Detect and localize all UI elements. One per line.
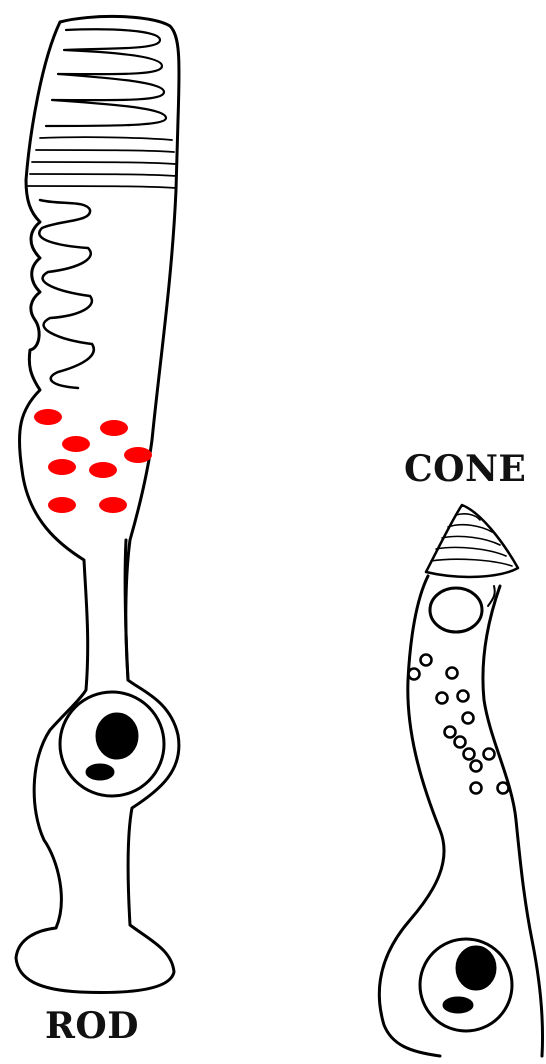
cone-granule — [464, 749, 475, 760]
cone-granule — [421, 655, 432, 666]
rod-cell — [16, 16, 179, 992]
cone-body-outline — [379, 576, 542, 1056]
rod-granule — [124, 447, 152, 463]
rod-granule — [100, 420, 128, 436]
cone-granule — [471, 761, 482, 772]
cone-granule — [447, 668, 458, 679]
rod-granule — [89, 462, 117, 478]
rod-nucleolus-large — [97, 714, 137, 758]
rod-membrane-folds — [39, 200, 94, 388]
cone-granule — [437, 693, 448, 704]
rod-granule — [48, 459, 76, 475]
rod-lamellae-bottom — [28, 137, 176, 188]
rod-nucleolus-small — [87, 765, 113, 779]
cone-label: CONE — [404, 448, 526, 490]
cone-granule — [471, 783, 482, 794]
cone-granule — [484, 749, 495, 760]
rod-granules — [34, 409, 152, 513]
cone-nucleolus-small — [444, 998, 472, 1012]
cone-granule — [455, 737, 466, 748]
rod-granule — [99, 497, 127, 513]
cone-granule — [458, 691, 469, 702]
cone-granules — [409, 655, 509, 794]
rod-granule — [34, 409, 62, 425]
cone-nucleolus-large — [457, 947, 495, 989]
cone-granule — [445, 727, 456, 738]
rod-granule — [48, 497, 76, 513]
cone-granule — [463, 713, 474, 724]
cone-granule — [409, 669, 420, 680]
cone-granule — [498, 783, 509, 794]
cone-cell — [379, 505, 542, 1056]
rod-lamellae-top — [46, 29, 166, 126]
rod-label: ROD — [45, 1005, 139, 1047]
cone-ellipsoid — [430, 588, 482, 632]
rod-granule — [62, 436, 90, 452]
